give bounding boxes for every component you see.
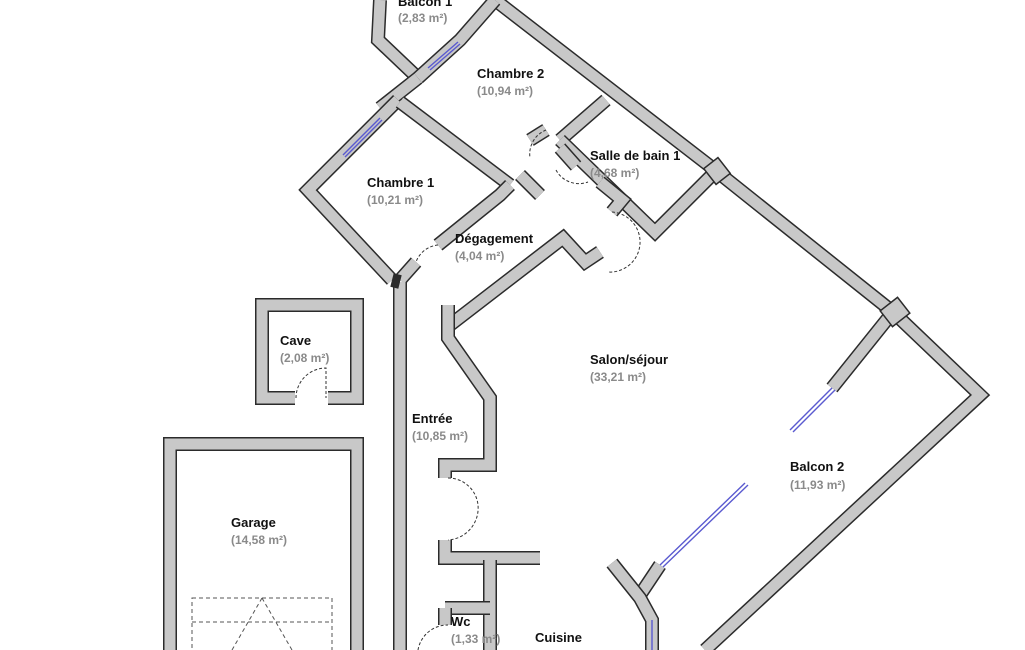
garage-door-pattern: [191, 597, 333, 650]
room-area-salon: (33,21 m²): [590, 370, 646, 384]
doors: [295, 129, 641, 650]
room-name-cave: Cave: [280, 333, 311, 348]
room-area-balcon1: (2,83 m²): [398, 11, 447, 25]
room-name-degagement: Dégagement: [455, 231, 534, 246]
room-area-garage: (14,58 m²): [231, 533, 287, 547]
room-labels: Balcon 1 (2,83 m²) Chambre 2 (10,94 m²) …: [231, 0, 845, 646]
room-name-chambre1: Chambre 1: [367, 175, 434, 190]
room-name-cuisine: Cuisine: [535, 630, 582, 645]
room-area-balcon2: (11,93 m²): [790, 478, 845, 492]
windows: [342, 41, 836, 650]
room-name-chambre2: Chambre 2: [477, 66, 544, 81]
room-name-balcon1: Balcon 1: [398, 0, 452, 9]
room-area-sdb1: (4,68 m²): [590, 166, 639, 180]
room-name-wc: Wc: [451, 614, 471, 629]
room-name-sdb1: Salle de bain 1: [590, 148, 680, 163]
room-name-salon: Salon/séjour: [590, 352, 668, 367]
room-area-cave: (2,08 m²): [280, 351, 329, 365]
room-name-garage: Garage: [231, 515, 276, 530]
room-area-chambre2: (10,94 m²): [477, 84, 533, 98]
room-area-degagement: (4,04 m²): [455, 249, 504, 263]
room-area-entree: (10,85 m²): [412, 429, 468, 443]
walls: [163, 0, 991, 650]
room-area-wc: (1,33 m²): [451, 632, 500, 646]
room-area-chambre1: (10,21 m²): [367, 193, 423, 207]
room-name-balcon2: Balcon 2: [790, 459, 844, 474]
room-name-entree: Entrée: [412, 411, 452, 426]
